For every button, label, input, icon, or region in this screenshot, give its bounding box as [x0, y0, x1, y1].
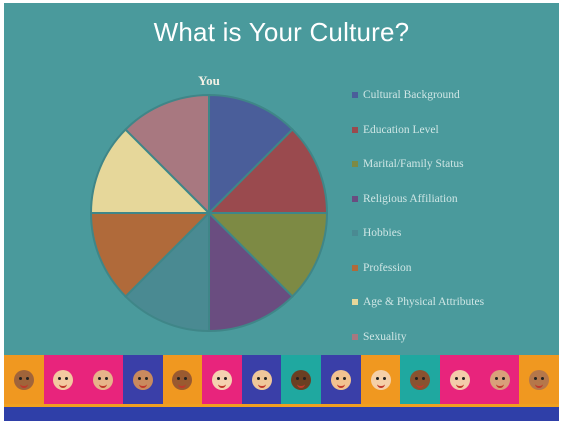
legend-item: Age & Physical Attributes	[352, 285, 552, 320]
legend-item: Profession	[352, 251, 552, 286]
legend-label: Cultural Background	[363, 89, 460, 102]
legend-label: Hobbies	[363, 227, 402, 240]
face-tile	[400, 355, 441, 404]
face-tile	[122, 355, 163, 404]
child-face-icon	[172, 369, 193, 390]
face-tile	[281, 355, 322, 404]
legend-label: Religious Affiliation	[363, 192, 458, 205]
legend-item: Hobbies	[352, 216, 552, 251]
legend-label: Sexuality	[363, 330, 407, 343]
legend-item: Religious Affiliation	[352, 182, 552, 217]
child-face-icon	[370, 369, 391, 390]
legend-swatch	[352, 161, 358, 168]
legend-label: Marital/Family Status	[363, 158, 464, 171]
face-tile	[4, 355, 44, 404]
pie-slice-3	[208, 210, 294, 333]
child-face-icon	[13, 369, 34, 390]
legend-label: Age & Physical Attributes	[363, 296, 485, 309]
pie-slice-1	[206, 128, 329, 214]
legend-label: Education Level	[363, 123, 439, 136]
face-tile	[440, 355, 480, 404]
face-tile	[479, 355, 520, 404]
legend-swatch	[352, 264, 358, 271]
face-tile	[162, 355, 203, 404]
child-face-icon	[330, 369, 351, 390]
legend-swatch	[352, 299, 358, 306]
child-face-icon	[93, 369, 114, 390]
child-face-icon	[529, 369, 550, 390]
pie-slice-7	[124, 93, 210, 216]
legend-swatch	[352, 126, 358, 133]
child-face-icon	[212, 369, 233, 390]
bottom-bar	[4, 404, 559, 421]
slide: What is Your Culture? You Cultural Backg…	[4, 3, 559, 421]
chart-title: You	[198, 73, 220, 88]
child-face-icon	[291, 369, 312, 390]
pie-slice-2	[206, 212, 329, 298]
legend-swatch	[352, 230, 358, 237]
child-face-icon	[489, 369, 510, 390]
legend-item: Marital/Family Status	[352, 147, 552, 182]
legend-item: Sexuality	[352, 320, 552, 355]
slide-title: What is Your Culture?	[153, 17, 410, 47]
child-face-icon	[449, 369, 470, 390]
legend-label: Profession	[363, 261, 412, 274]
legend-item: Education Level	[352, 113, 552, 148]
child-face-icon	[53, 369, 74, 390]
legend-swatch	[352, 333, 358, 340]
face-tile	[360, 355, 401, 404]
face-tile	[241, 355, 282, 404]
child-face-icon	[132, 369, 153, 390]
pie-slice-6	[89, 128, 212, 214]
pie-slice-4	[124, 210, 210, 333]
legend-swatch	[352, 92, 358, 99]
child-face-icon	[410, 369, 431, 390]
child-face-icon	[251, 369, 272, 390]
face-tile	[202, 355, 242, 404]
face-tile	[43, 355, 84, 404]
pie-slice-5	[89, 212, 212, 298]
face-tile	[83, 355, 123, 404]
decorative-faces-band	[4, 355, 559, 404]
face-tile	[321, 355, 361, 404]
pie-slice-0	[208, 93, 294, 216]
pie-chart	[89, 93, 329, 333]
legend-item: Cultural Background	[352, 78, 552, 113]
legend-swatch	[352, 195, 358, 202]
face-tile	[519, 355, 559, 404]
